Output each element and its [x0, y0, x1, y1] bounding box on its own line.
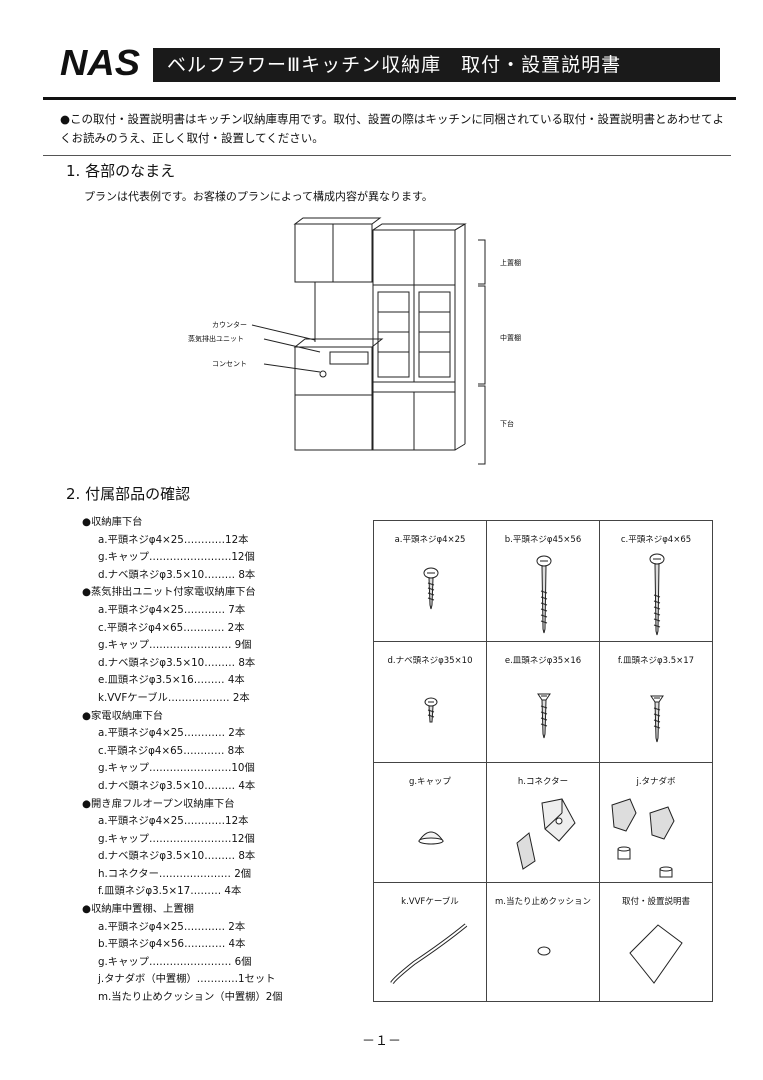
manual-icon [629, 924, 683, 984]
list-item: a.平頭ネジφ4×25…………12本 [98, 815, 249, 828]
list-item: a.平頭ネジφ4×25…………12本 [98, 533, 249, 546]
list-item: m.当たり止めクッション（中置棚）2個 [98, 991, 283, 1004]
pan-screw-icon [424, 697, 438, 723]
grid-cell-label: c.平頭ネジφ4×65 [620, 535, 692, 545]
grid-cell-k: k.VVFケーブル [373, 882, 487, 1002]
grid-cell-label: j.タナダボ [636, 777, 676, 787]
document-title: ベルフラワーⅢキッチン収納庫 取付・設置説明書 [153, 48, 720, 82]
flat-screw-icon [537, 693, 551, 739]
grid-cell-f: f.皿頭ネジφ3.5×17 [599, 641, 713, 763]
label-lower-base: 下台 [500, 420, 514, 428]
list-item: g.キャップ……………………12個 [98, 551, 255, 564]
label-outlet: コンセント [212, 360, 247, 368]
cap-icon [418, 831, 444, 845]
grid-cell-m: m.当たり止めクッション [486, 882, 600, 1002]
header-rule [43, 97, 736, 100]
intro-text: ●この取付・設置説明書はキッチン収納庫専用です。取付、設置の際はキッチンに同梱さ… [60, 112, 725, 145]
connector-icon [516, 798, 576, 870]
grid-cell-g: g.キャップ [373, 762, 487, 883]
cable-icon [390, 923, 468, 985]
section1-heading: 1. 各部のなまえ [66, 162, 176, 180]
grid-cell-label: h.コネクター [517, 777, 569, 787]
list-item: e.皿頭ネジφ3.5×16……… 4本 [98, 674, 245, 687]
grid-cell-label: b.平頭ネジφ45×56 [504, 535, 582, 545]
list-item: d.ナベ頭ネジφ3.5×10……… 8本 [98, 656, 256, 669]
grid-cell-label: f.皿頭ネジφ3.5×17 [617, 656, 695, 666]
grid-cell-a: a.平頭ネジφ4×25 [373, 520, 487, 642]
grid-cell-c: c.平頭ネジφ4×65 [599, 520, 713, 642]
list-item: c.平頭ネジφ4×65………… 8本 [98, 744, 245, 757]
list-item: g.キャップ…………………… 9個 [98, 639, 252, 652]
list-item: j.タナダボ（中置棚）…………1セット [98, 973, 276, 986]
list-item: k.VVFケーブル……………… 2本 [98, 691, 250, 704]
group-title: ●家電収納庫下台 [82, 709, 164, 722]
group-title: ●収納庫下台 [82, 516, 143, 528]
grid-cell-manual: 取付・設置説明書 [599, 882, 713, 1002]
group-title: ●開き扉フルオープン収納庫下台 [82, 797, 235, 810]
list-item: b.平頭ネジφ4×56………… 4本 [98, 938, 246, 951]
grid-cell-label: d.ナベ頭ネジφ35×10 [387, 656, 473, 666]
grid-cell-label: 取付・設置説明書 [621, 897, 690, 907]
list-item: d.ナベ頭ネジφ3.5×10……… 8本 [98, 850, 256, 863]
list-item: d.ナベ頭ネジφ3.5×10……… 8本 [98, 568, 256, 581]
grid-cell-label: m.当たり止めクッション [495, 897, 591, 907]
list-item: a.平頭ネジφ4×25………… 2本 [98, 727, 246, 740]
parts-list: ●収納庫下台 a.平頭ネジφ4×25…………12本 g.キャップ……………………… [82, 514, 357, 1007]
section1-note: プランは代表例です。お客様のプランによって構成内容が異なります。 [84, 190, 433, 203]
nas-logo-mark: NAS [60, 42, 140, 83]
intro-rule [43, 155, 731, 156]
grid-cell-label: g.キャップ [408, 777, 452, 787]
list-item: a.平頭ネジφ4×25………… 7本 [98, 603, 246, 616]
group-title: ●蒸気排出ユニット付家電収納庫下台 [82, 586, 256, 599]
grid-cell-d: d.ナベ頭ネジφ35×10 [373, 641, 487, 763]
label-middle-shelf: 中置棚 [500, 334, 521, 342]
list-item: a.平頭ネジφ4×25………… 2本 [98, 920, 246, 933]
list-item: h.コネクター………………… 2個 [98, 867, 252, 880]
long-screw-icon [536, 555, 552, 634]
label-counter: カウンター [212, 321, 247, 329]
list-item: g.キャップ…………………… 6個 [98, 955, 252, 968]
shelf-dowel-icon [611, 798, 675, 878]
list-item: f.皿頭ネジφ3.5×17……… 4本 [98, 885, 242, 898]
long-screw-icon [649, 553, 665, 636]
page-number: －１－ [361, 1034, 401, 1049]
group-title: ●収納庫中置棚、上置棚 [82, 903, 194, 916]
grid-cell-h: h.コネクター [486, 762, 600, 883]
cabinet-illustration: カウンター 蒸気排出ユニット コンセント 上置棚 中置棚 下台 [160, 212, 540, 472]
section2-heading: 2. 付属部品の確認 [66, 485, 191, 503]
cushion-icon [537, 946, 551, 956]
grid-cell-e: e.皿頭ネジφ35×16 [486, 641, 600, 763]
grid-cell-b: b.平頭ネジφ45×56 [486, 520, 600, 642]
list-item: g.キャップ……………………12個 [98, 832, 255, 845]
grid-cell-label: e.皿頭ネジφ35×16 [504, 656, 582, 666]
list-item: g.キャップ……………………10個 [98, 762, 255, 775]
grid-cell-label: a.平頭ネジφ4×25 [394, 535, 466, 545]
label-steam-unit: 蒸気排出ユニット [188, 335, 244, 343]
label-upper-shelf: 上置棚 [500, 259, 521, 267]
list-item: d.ナベ頭ネジφ3.5×10……… 4本 [98, 779, 256, 792]
flat-screw-icon [650, 695, 664, 743]
parts-grid: a.平頭ネジφ4×25 b.平頭ネジφ45×56 c.平頭ネジφ4×65 d.ナ… [373, 520, 713, 1002]
nas-logo: NAS [58, 42, 142, 83]
svg-text:NAS: NAS [60, 42, 140, 82]
list-item: c.平頭ネジφ4×65………… 2本 [98, 621, 245, 634]
short-screw-icon [423, 567, 439, 610]
grid-cell-label: k.VVFケーブル [401, 897, 459, 907]
grid-cell-j: j.タナダボ [599, 762, 713, 883]
